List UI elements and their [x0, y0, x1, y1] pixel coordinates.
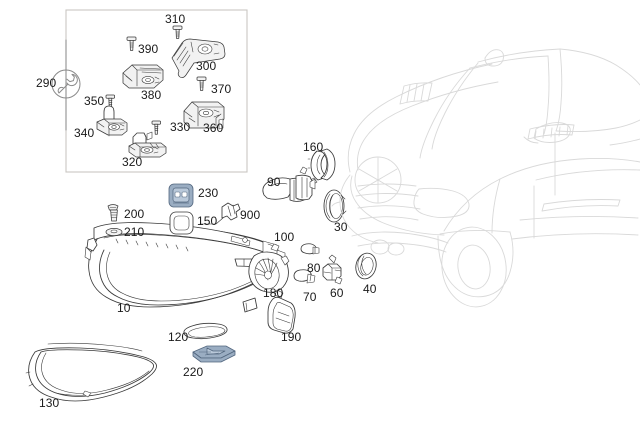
part-350-bolt — [105, 94, 115, 108]
part-180-fan-motor — [248, 251, 290, 299]
part-60-bulb-socket — [322, 254, 343, 285]
callout-label-350: 350 — [84, 94, 105, 108]
callout-label-390: 390 — [138, 42, 159, 56]
part-190-cover-cap — [267, 296, 296, 334]
callout-label-120: 120 — [168, 330, 189, 344]
callout-label-190: 190 — [281, 330, 302, 344]
callout-label-180: 180 — [263, 286, 284, 300]
callout-label-40: 40 — [363, 282, 377, 296]
part-320-bracket — [128, 131, 167, 158]
part-310-bolt — [172, 25, 183, 39]
vehicle-outline — [331, 48, 640, 308]
callout-label-300: 300 — [196, 59, 217, 73]
callout-label-70: 70 — [303, 290, 317, 304]
part-370-bolt — [196, 76, 207, 91]
part-120-gasket — [183, 322, 228, 340]
callout-label-30: 30 — [334, 220, 348, 234]
part-210-washer — [105, 228, 123, 236]
wrench-circle-icon — [51, 39, 81, 131]
part-130-lens-frame — [25, 342, 157, 402]
part-380-mount-block — [122, 64, 164, 89]
part-300-bracket — [171, 38, 226, 79]
callout-label-130: 130 — [39, 396, 60, 410]
callout-label-160: 160 — [303, 140, 324, 154]
callout-label-310: 310 — [165, 12, 186, 26]
callout-label-380: 380 — [141, 88, 162, 102]
callout-label-100: 100 — [274, 230, 295, 244]
callout-label-80: 80 — [307, 261, 321, 275]
callout-label-230: 230 — [198, 186, 219, 200]
callout-label-150: 150 — [197, 214, 218, 228]
callout-label-220: 220 — [183, 365, 204, 379]
part-340-bracket — [96, 105, 128, 137]
part-30-sealing-ring — [323, 189, 347, 223]
part-360-mount-block — [183, 101, 225, 130]
part-70-bulb — [293, 269, 316, 284]
part-390-bolt — [126, 36, 137, 51]
part-200-screw — [107, 204, 119, 222]
part-80-bulb — [300, 243, 320, 255]
callout-label-370: 370 — [211, 82, 232, 96]
callout-label-210: 210 — [124, 225, 145, 239]
part-90-bulb — [262, 166, 316, 202]
callout-label-60: 60 — [330, 286, 344, 300]
callout-label-340: 340 — [74, 126, 95, 140]
callout-label-10: 10 — [117, 301, 131, 315]
part-330-bolt — [151, 120, 161, 135]
callout-label-900: 900 — [240, 208, 261, 222]
part-150-gasket — [169, 211, 194, 235]
part-900-clip — [199, 202, 241, 225]
service-symbol-label: 290 — [36, 76, 57, 90]
part-160-bulb-holder — [307, 148, 336, 186]
callout-label-330: 330 — [170, 120, 191, 134]
callout-label-320: 320 — [122, 155, 143, 169]
part-40-sealing-ring — [355, 252, 377, 280]
part-230-connector — [168, 183, 194, 208]
callout-label-200: 200 — [124, 207, 145, 221]
part-220-control-module — [192, 345, 236, 363]
callout-label-90: 90 — [267, 175, 281, 189]
callout-label-360: 360 — [203, 121, 224, 135]
